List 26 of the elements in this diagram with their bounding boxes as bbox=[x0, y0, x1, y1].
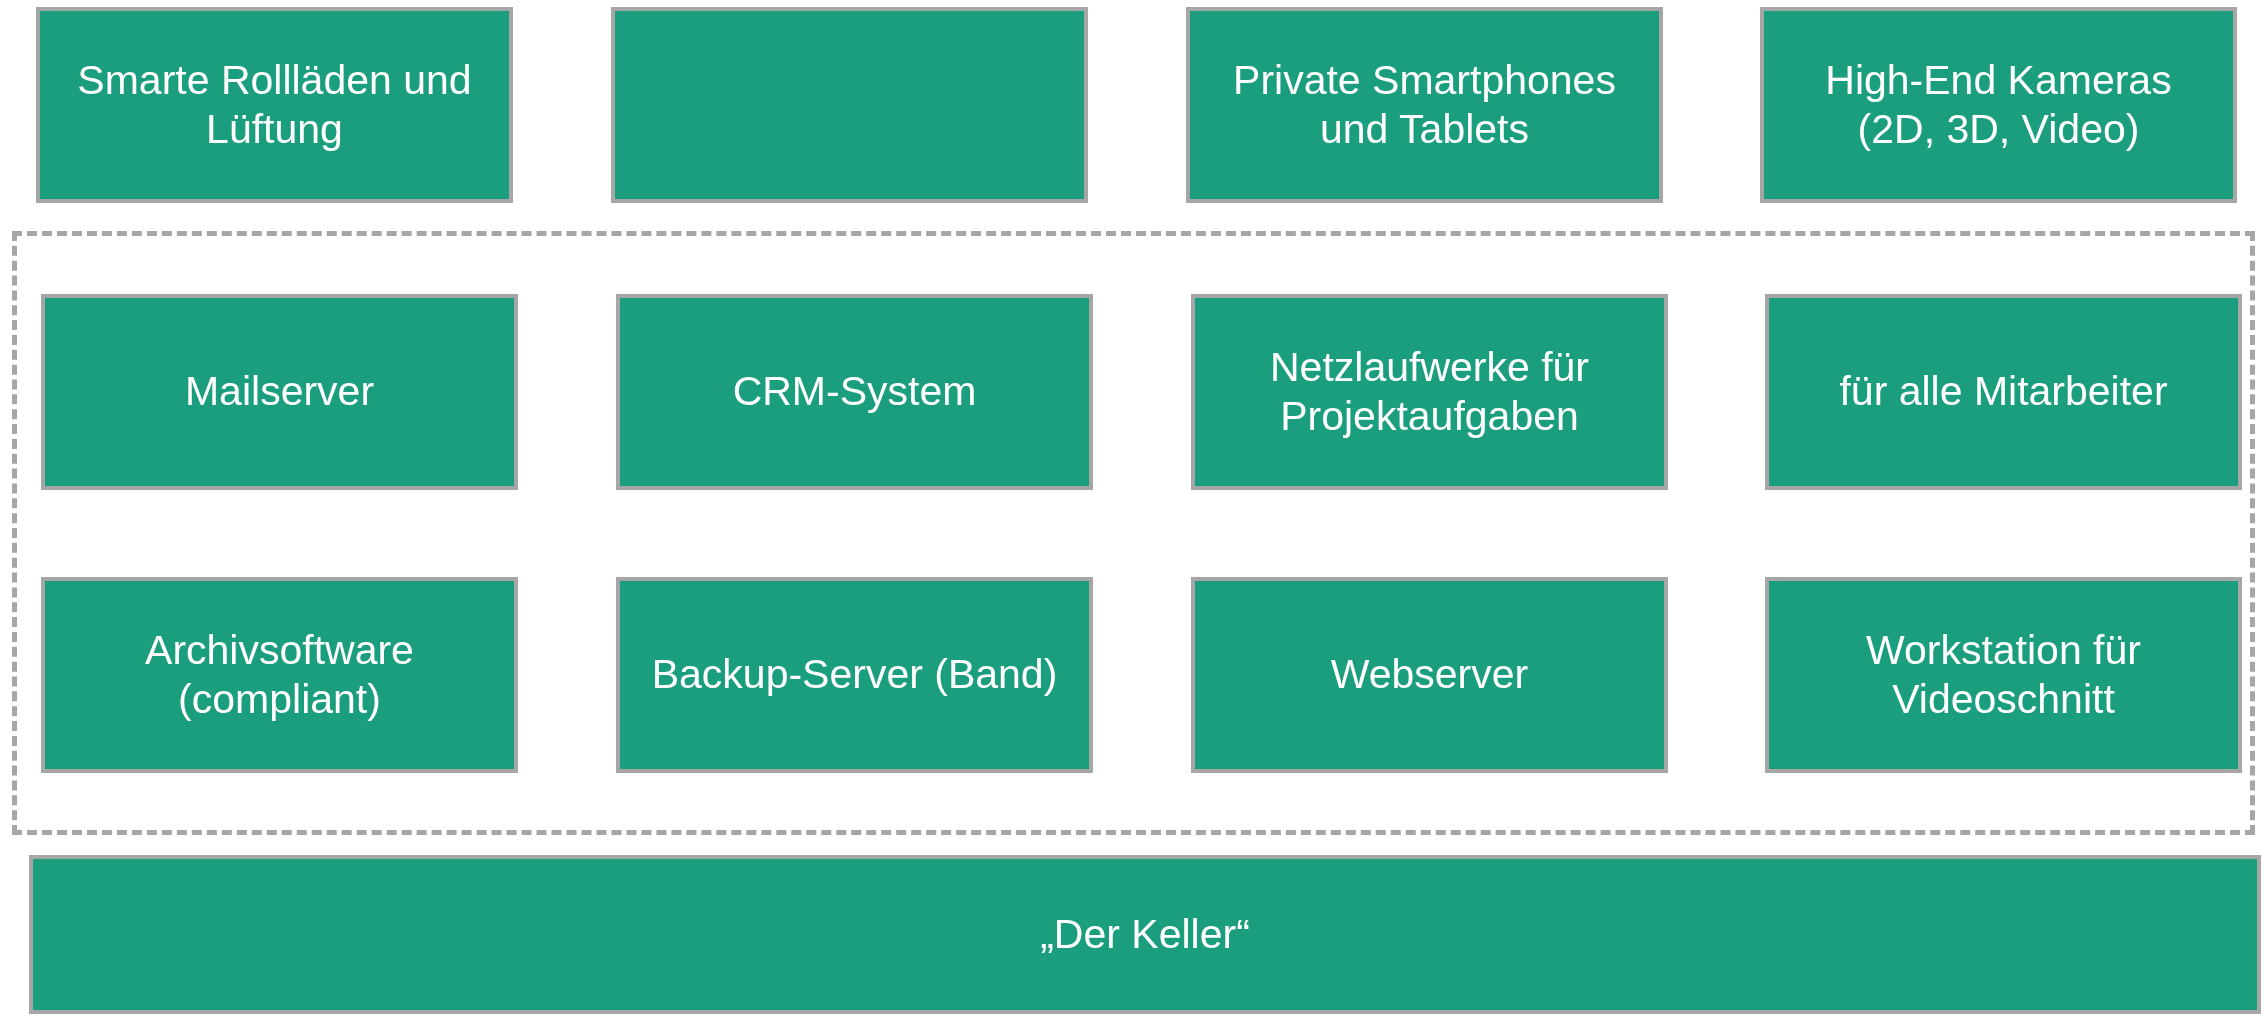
box-label: Backup-Server (Band) bbox=[651, 650, 1058, 700]
process-box bbox=[616, 294, 1093, 490]
box-label: High-End Kameras (2D, 3D, Video) bbox=[1824, 55, 2173, 154]
box-label: Smarte Rollläden und Lüftung bbox=[76, 55, 473, 154]
process-box bbox=[1760, 7, 2237, 203]
process-box bbox=[29, 855, 2261, 1014]
process-box bbox=[616, 577, 1093, 773]
box-label: Archivsoftware (compliant) bbox=[144, 625, 415, 724]
box-label: Mailserver bbox=[184, 367, 375, 417]
process-box bbox=[41, 294, 518, 490]
process-box bbox=[1765, 577, 2242, 773]
process-box bbox=[41, 577, 518, 773]
process-box bbox=[1191, 577, 1668, 773]
box-label: Netzlaufwerke für Projektaufgaben bbox=[1269, 342, 1590, 441]
process-box bbox=[611, 7, 1088, 203]
box-label: Webserver bbox=[1330, 650, 1529, 700]
process-box bbox=[36, 7, 513, 203]
box-label: Private Smartphones und Tablets bbox=[1232, 55, 1617, 154]
box-label: Workstation für Videoschnitt bbox=[1865, 625, 2142, 724]
dashed-group-frame bbox=[12, 231, 2255, 835]
process-box bbox=[1765, 294, 2242, 490]
process-box bbox=[1191, 294, 1668, 490]
box-label: „Der Keller“ bbox=[1040, 909, 1250, 959]
process-box bbox=[1186, 7, 1663, 203]
box-label: CRM-System bbox=[732, 367, 977, 417]
box-label: für alle Mitarbeiter bbox=[1839, 367, 2168, 417]
